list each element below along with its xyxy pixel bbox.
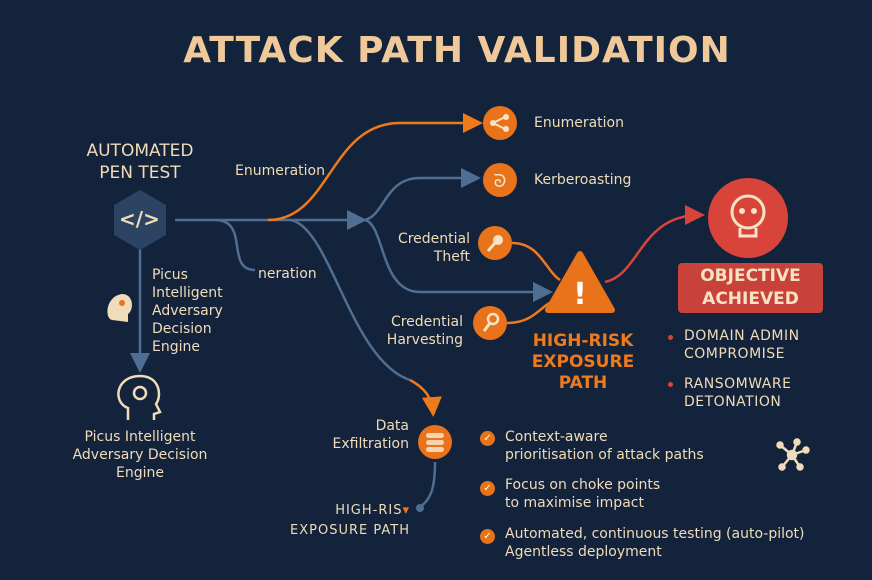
bullet-dot	[668, 335, 673, 340]
check-icon: ✓	[480, 481, 495, 496]
check-icon: ✓	[480, 431, 495, 446]
high-risk-label: HIGH-RISK EXPOSURE PATH	[513, 331, 653, 394]
high-risk-small-line: EXPOSURE PATH	[290, 523, 410, 538]
benefit-line: to maximise impact	[505, 495, 644, 511]
node-enumeration: Enumeration	[534, 115, 624, 131]
path-exfiltration-arrow	[409, 378, 442, 417]
high-risk-small-line: HIGH-RIS	[335, 503, 403, 518]
node-kerberoasting: Kerberoasting	[534, 172, 632, 188]
objective-achieved-badge: OBJECTIVE ACHIEVED	[678, 263, 823, 313]
source-label: AUTOMATED PEN TEST	[70, 140, 210, 184]
objective-line: OBJECTIVE	[700, 266, 801, 286]
path-label-enumeration: Enumeration	[235, 163, 325, 179]
engine-side-line: Decision	[152, 321, 212, 337]
high-risk-small-label: HIGH-RIS▾ EXPOSURE PATH	[290, 501, 410, 541]
head-gear-icon	[117, 374, 162, 420]
node-line: Credential	[390, 314, 463, 330]
engine-side-line: Adversary	[152, 303, 223, 319]
benefit-line: Agentless deployment	[505, 544, 662, 560]
node-line: Theft	[433, 249, 470, 265]
engine-side-label: Picus Intelligent Adversary Decision Eng…	[152, 266, 223, 356]
path-kerberoasting	[364, 168, 481, 222]
svg-text:ᘐ: ᘐ	[494, 171, 507, 192]
kerberoasting-node	[483, 163, 517, 197]
path-label-neration: neration	[258, 266, 317, 282]
node-line: Exfiltration	[332, 436, 409, 452]
engine-bottom-line: Picus Intelligent	[84, 429, 196, 445]
path-exfiltration	[289, 218, 411, 382]
high-risk-line: EXPOSURE	[531, 352, 635, 372]
source-line1: AUTOMATED	[86, 141, 194, 161]
brain-head-icon	[107, 294, 132, 322]
svg-text:!: !	[573, 277, 587, 312]
outcome-line: COMPROMISE	[684, 346, 786, 362]
benefit-item: Automated, continuous testing (auto-pilo…	[505, 525, 805, 561]
high-risk-line: PATH	[558, 373, 608, 393]
node-data-exfiltration: Data Exfiltration	[333, 417, 409, 453]
outcome-line: DETONATION	[684, 394, 782, 410]
node-credential-theft: Credential Theft	[398, 230, 470, 266]
engine-side-line: Picus	[152, 267, 188, 283]
benefit-line: prioritisation of attack paths	[505, 447, 704, 463]
benefit-line: Automated, continuous testing (auto-pilo…	[505, 526, 805, 542]
high-risk-line: HIGH-RISK	[532, 331, 634, 351]
node-line: Credential	[397, 231, 470, 247]
benefit-item: Context-aware prioritisation of attack p…	[505, 428, 704, 464]
benefit-line: Context-aware	[505, 429, 608, 445]
bullet-dot	[668, 382, 673, 387]
code-icon: </>	[119, 207, 160, 231]
benefit-item: Focus on choke points to maximise impact	[505, 476, 660, 512]
path-small-risk	[419, 461, 437, 509]
source-line2: PEN TEST	[99, 163, 181, 183]
engine-bottom-line: Adversary Decision	[72, 447, 208, 463]
skull-circle	[708, 178, 788, 258]
enumeration-node	[483, 106, 517, 140]
node-line: Data	[375, 418, 409, 434]
engine-bottom-line: Engine	[116, 465, 164, 481]
outcome-line: RANSOMWARE	[684, 376, 792, 392]
node-line: Harvesting	[386, 332, 463, 348]
engine-bottom-label: Picus Intelligent Adversary Decision Eng…	[40, 428, 240, 482]
engine-side-line: Intelligent	[152, 285, 223, 301]
code-hexagon	[114, 190, 166, 250]
skull-icon	[730, 194, 766, 238]
path-enumeration	[267, 113, 483, 222]
node-credential-harvesting: Credential Harvesting	[387, 313, 463, 349]
path-objective	[604, 205, 705, 284]
outcome-item: RANSOMWARE DETONATION	[684, 375, 791, 411]
outcome-line: DOMAIN ADMIN	[684, 328, 800, 344]
objective-line: ACHIEVED	[702, 289, 799, 309]
page-title: ATTACK PATH VALIDATION	[183, 30, 731, 71]
path-neration	[214, 218, 256, 272]
check-icon: ✓	[480, 529, 495, 544]
engine-side-line: Engine	[152, 339, 200, 355]
path-theft-risk	[511, 241, 561, 282]
path-high-risk	[364, 218, 553, 302]
warning-triangle-icon	[545, 251, 615, 313]
benefit-line: Focus on choke points	[505, 477, 661, 493]
outcome-item: DOMAIN ADMIN COMPROMISE	[684, 327, 800, 363]
network-icon	[776, 438, 810, 471]
